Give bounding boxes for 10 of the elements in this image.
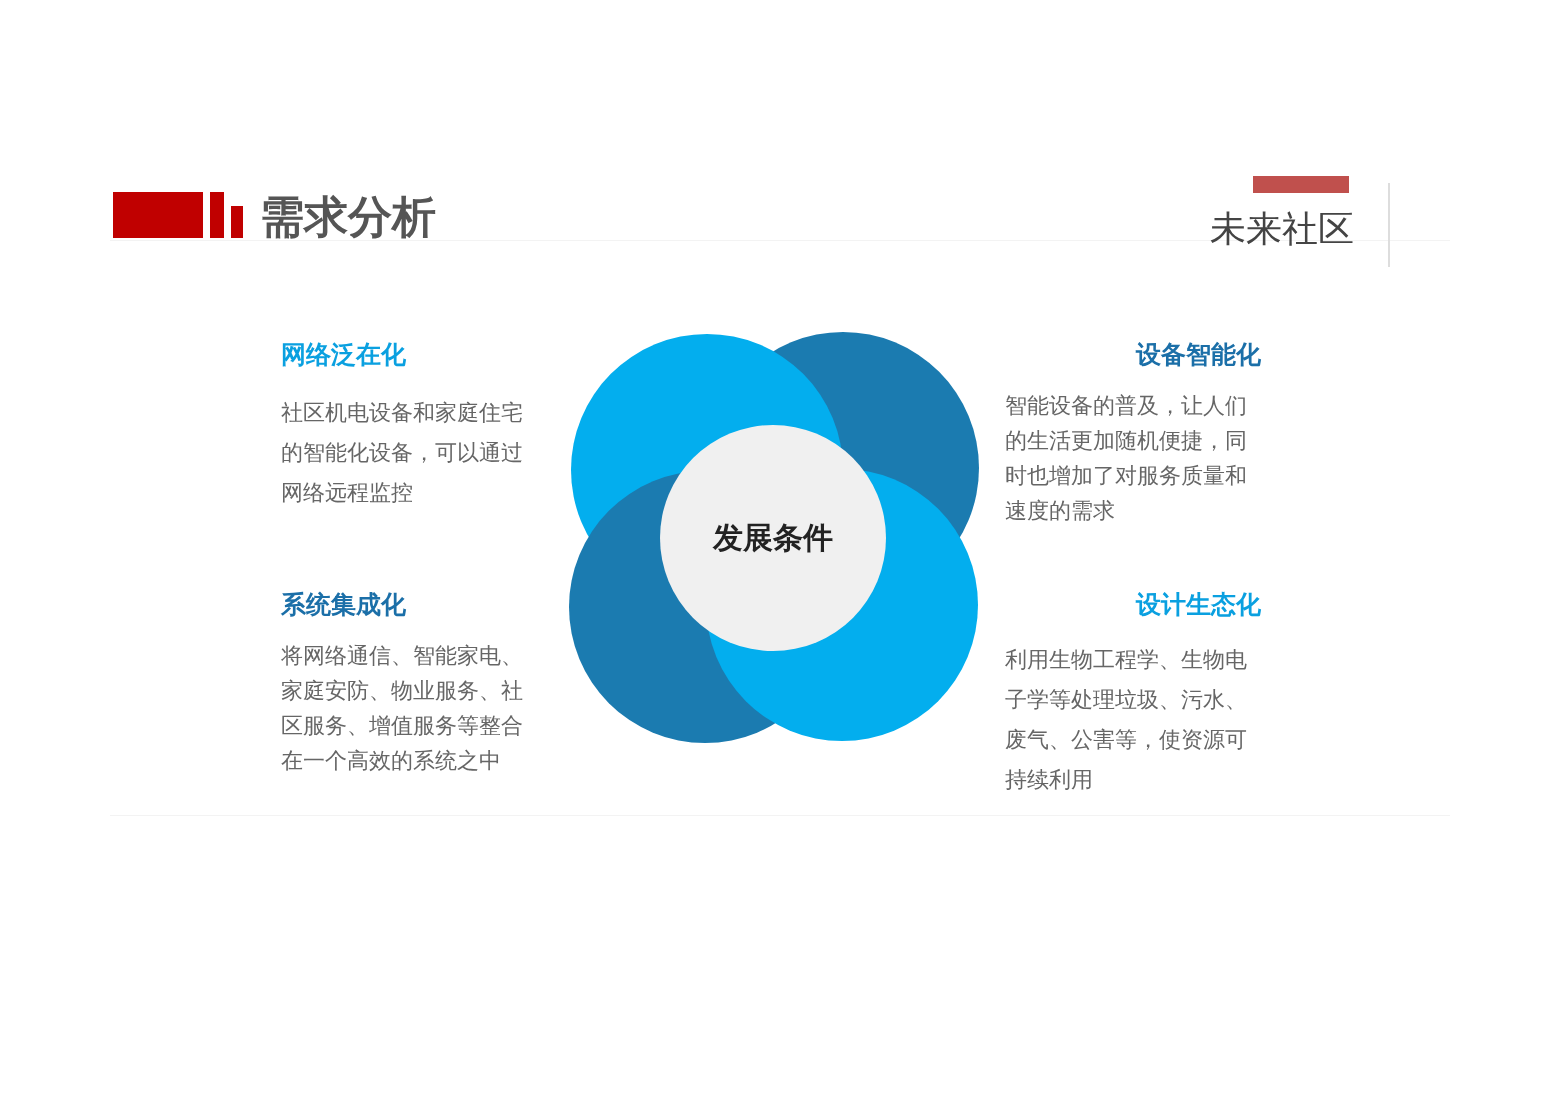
heading: 系统集成化: [281, 589, 406, 621]
subtitle: 未来社区: [1210, 207, 1354, 251]
heading: 设备智能化: [1136, 339, 1261, 371]
description: 利用生物工程学、生物电子学等处理垃圾、污水、废气、公害等，使资源可持续利用: [1005, 646, 1248, 794]
description: 将网络通信、智能家电、家庭安防、物业服务、社区服务、增值服务等整合在一个高效的系统之中: [281, 642, 524, 775]
description: 社区机电设备和家庭住宅的智能化设备，可以通过网络远程监控: [281, 399, 524, 507]
description: 智能设备的普及，让人们的生活更加随机便捷，同时也增加了对服务质量和速度的需求: [1005, 392, 1248, 525]
title: 需求分析: [260, 190, 436, 244]
heading: 设计生态化: [1136, 589, 1261, 621]
heading: 网络泛在化: [281, 339, 406, 371]
